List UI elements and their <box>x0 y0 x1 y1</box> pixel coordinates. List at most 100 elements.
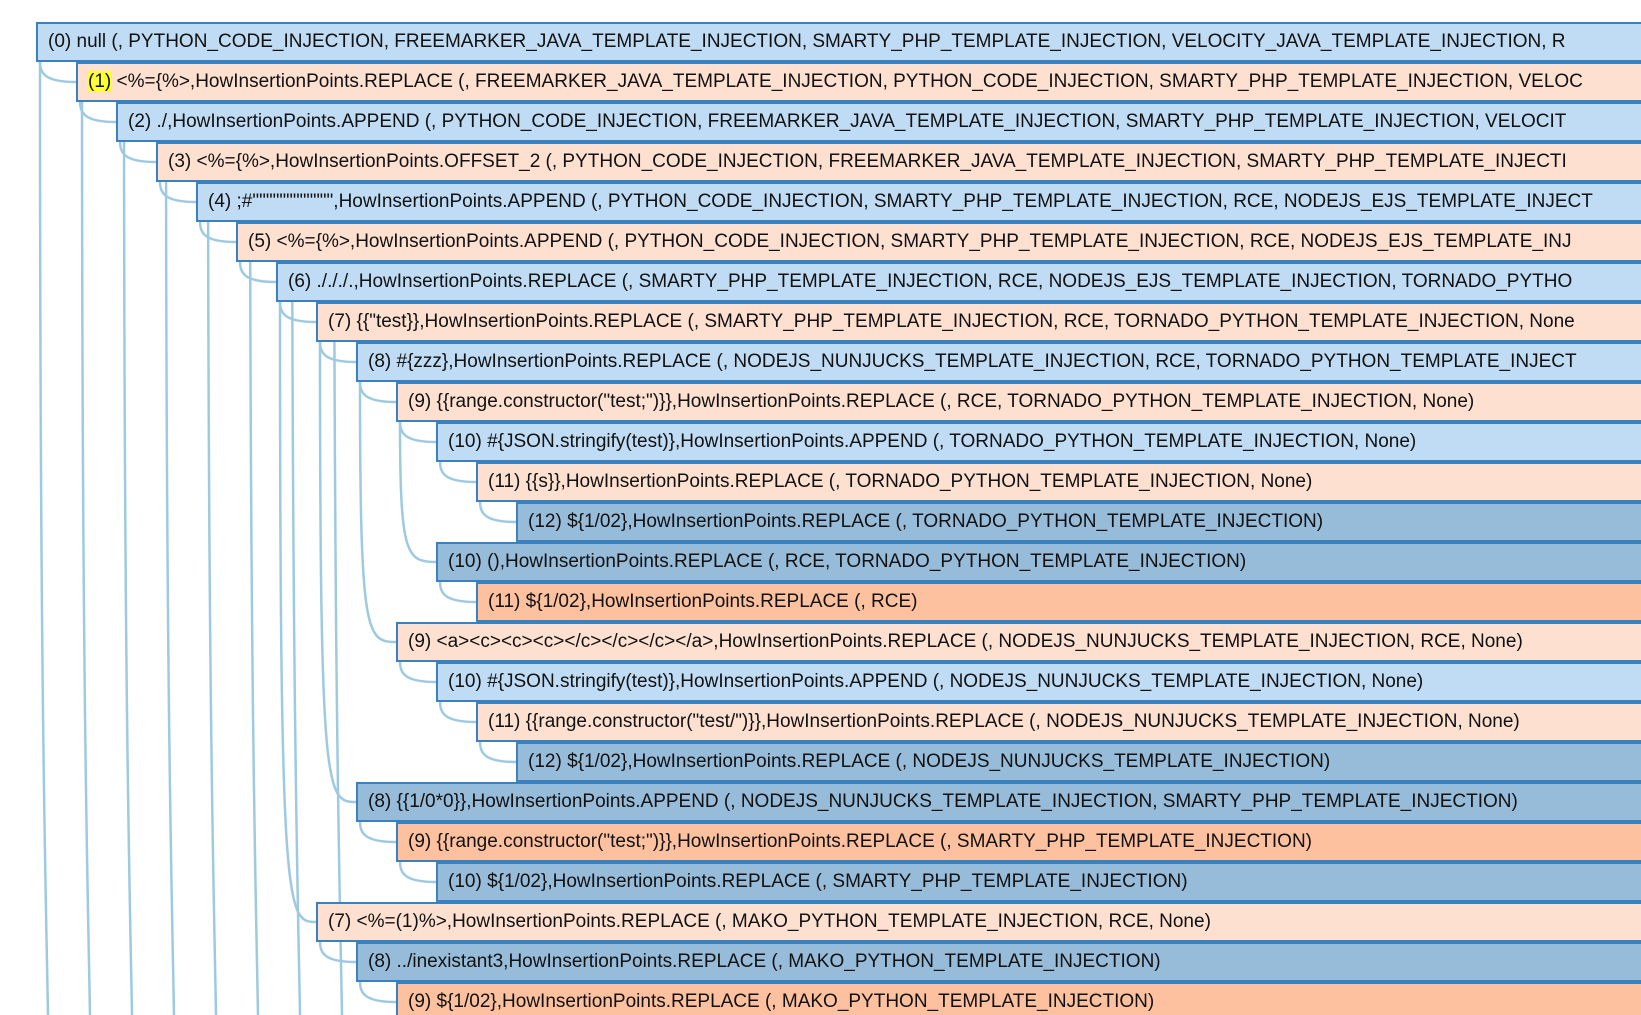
tree-node[interactable]: (2) ./,HowInsertionPoints.APPEND (, PYTH… <box>116 102 1641 142</box>
connector-line <box>318 341 357 804</box>
tree-node[interactable]: (11) {{range.constructor("test/")}},HowI… <box>476 702 1641 742</box>
node-label: {{"test}},HowInsertionPoints.REPLACE (, … <box>356 311 1575 332</box>
node-depth: (4) <box>208 191 232 212</box>
connector-line <box>278 301 317 924</box>
connector-line <box>398 661 437 684</box>
tree-node[interactable]: (1) <%={%>,HowInsertionPoints.REPLACE (,… <box>76 62 1641 102</box>
node-depth: (11) <box>488 471 521 492</box>
node-label: ../inexistant3,HowInsertionPoints.REPLAC… <box>396 951 1161 972</box>
connector-line <box>398 861 437 884</box>
connector-line <box>78 101 117 124</box>
node-label: ${1/02},HowInsertionPoints.REPLACE (, RC… <box>525 591 918 612</box>
connector-line <box>438 701 477 724</box>
tree-node[interactable]: (12) ${1/02},HowInsertionPoints.REPLACE … <box>516 742 1641 782</box>
connector-line <box>318 941 357 964</box>
connector-line <box>122 61 134 1015</box>
tree-node[interactable]: (9) {{range.constructor("test;")}},HowIn… <box>396 822 1641 862</box>
tree-node[interactable]: (3) <%={%>,HowInsertionPoints.OFFSET_2 (… <box>156 142 1641 182</box>
node-depth: (10) <box>448 671 482 692</box>
connector-line <box>438 581 477 604</box>
node-depth: (9) <box>408 831 432 852</box>
tree-node[interactable]: (9) {{range.constructor("test;")}},HowIn… <box>396 382 1641 422</box>
tree-node[interactable]: (10) #{JSON.stringify(test)},HowInsertio… <box>436 662 1641 702</box>
node-label: ${1/02},HowInsertionPoints.REPLACE (, NO… <box>567 751 1331 772</box>
node-depth: (10) <box>448 871 482 892</box>
node-label: ${1/02},HowInsertionPoints.REPLACE (, TO… <box>567 511 1324 532</box>
tree-node[interactable]: (7) <%=(1)%>,HowInsertionPoints.REPLACE … <box>316 902 1641 942</box>
node-label: <a><c><c><c></c></c></c></a>,HowInsertio… <box>436 631 1523 652</box>
node-depth: (10) <box>448 431 482 452</box>
connector-line <box>358 981 397 1004</box>
tree-node[interactable]: (8) {{1/0*0}},HowInsertionPoints.APPEND … <box>356 782 1641 822</box>
node-label: ${1/02},HowInsertionPoints.REPLACE (, SM… <box>487 871 1188 892</box>
tree-node[interactable]: (11) ${1/02},HowInsertionPoints.REPLACE … <box>476 582 1641 622</box>
tree-node[interactable]: (11) {{s}},HowInsertionPoints.REPLACE (,… <box>476 462 1641 502</box>
tree-node[interactable]: (10) ${1/02},HowInsertionPoints.REPLACE … <box>436 862 1641 902</box>
connector-line <box>248 61 260 1015</box>
connector-line <box>398 421 437 444</box>
node-label: ;#"""""""""""",HowInsertionPoints.APPEND… <box>236 191 1593 212</box>
connector-line <box>164 61 176 1015</box>
node-label: <%={%>,HowInsertionPoints.APPEND (, PYTH… <box>276 231 1572 252</box>
node-depth: (7) <box>328 911 352 932</box>
connector-line <box>290 61 302 1015</box>
node-label: ${1/02},HowInsertionPoints.REPLACE (, MA… <box>436 991 1155 1012</box>
connector-line <box>38 61 50 1015</box>
node-label: {{1/0*0}},HowInsertionPoints.APPEND (, N… <box>396 791 1518 812</box>
connector-line <box>80 61 92 1015</box>
node-label: <%=(1)%>,HowInsertionPoints.REPLACE (, M… <box>356 911 1211 932</box>
node-depth: (11) <box>488 711 521 732</box>
connector-line <box>38 61 77 84</box>
tree-node[interactable]: (9) ${1/02},HowInsertionPoints.REPLACE (… <box>396 982 1641 1015</box>
connector-line <box>398 421 437 564</box>
connector-line <box>158 181 197 204</box>
connector-line <box>478 741 517 764</box>
node-label: {{range.constructor("test/")}},HowInsert… <box>525 711 1520 732</box>
connector-line <box>278 301 317 324</box>
tree-node[interactable]: (4) ;#"""""""""""",HowInsertionPoints.AP… <box>196 182 1641 222</box>
tree-node[interactable]: (8) #{zzz},HowInsertionPoints.REPLACE (,… <box>356 342 1641 382</box>
tree-node[interactable]: (9) <a><c><c><c></c></c></c></a>,HowInse… <box>396 622 1641 662</box>
connector-line <box>438 461 477 484</box>
tree-node[interactable]: (7) {{"test}},HowInsertionPoints.REPLACE… <box>316 302 1641 342</box>
node-label: <%={%>,HowInsertionPoints.OFFSET_2 (, PY… <box>196 151 1567 172</box>
node-depth: (2) <box>128 111 152 132</box>
node-label: #{JSON.stringify(test)},HowInsertionPoin… <box>487 671 1424 692</box>
node-label: {{range.constructor("test;")}},HowInsert… <box>436 391 1475 412</box>
tree-node[interactable]: (10) #{JSON.stringify(test)},HowInsertio… <box>436 422 1641 462</box>
tree-node[interactable]: (8) ../inexistant3,HowInsertionPoints.RE… <box>356 942 1641 982</box>
node-depth: (7) <box>328 311 352 332</box>
tree-node[interactable]: (12) ${1/02},HowInsertionPoints.REPLACE … <box>516 502 1641 542</box>
node-depth: (9) <box>408 391 432 412</box>
node-depth: (3) <box>168 151 192 172</box>
connector-line <box>206 61 218 1015</box>
tree-node[interactable]: (5) <%={%>,HowInsertionPoints.APPEND (, … <box>236 222 1641 262</box>
node-label: #{JSON.stringify(test)},HowInsertionPoin… <box>487 431 1417 452</box>
node-depth: (8) <box>368 351 392 372</box>
tree-node[interactable]: (10) (),HowInsertionPoints.REPLACE (, RC… <box>436 542 1641 582</box>
node-label: {{s}},HowInsertionPoints.REPLACE (, TORN… <box>525 471 1313 492</box>
connector-line <box>478 501 517 524</box>
connector-line <box>358 381 397 644</box>
node-label: <%={%>,HowInsertionPoints.REPLACE (, FRE… <box>116 71 1583 92</box>
connector-line <box>238 261 277 284</box>
node-label: #{zzz},HowInsertionPoints.REPLACE (, NOD… <box>396 351 1577 372</box>
node-depth: (12) <box>528 511 562 532</box>
tree-node[interactable]: (0) null (, PYTHON_CODE_INJECTION, FREEM… <box>36 22 1641 62</box>
node-label: {{range.constructor("test;")}},HowInsert… <box>436 831 1312 852</box>
connector-line <box>118 141 157 164</box>
node-depth: (11) <box>488 591 521 612</box>
connector-line <box>318 341 357 364</box>
connector-line <box>358 381 397 404</box>
node-depth: (12) <box>528 751 562 772</box>
node-depth: (9) <box>408 631 432 652</box>
node-label: ./././.,HowInsertionPoints.REPLACE (, SM… <box>316 271 1573 292</box>
tree-node[interactable]: (6) ./././.,HowInsertionPoints.REPLACE (… <box>276 262 1641 302</box>
node-depth: (9) <box>408 991 432 1012</box>
node-label: null (, PYTHON_CODE_INJECTION, FREEMARKE… <box>76 31 1566 52</box>
node-depth: (0) <box>48 31 72 52</box>
node-label: ./,HowInsertionPoints.APPEND (, PYTHON_C… <box>156 111 1567 132</box>
node-depth: (8) <box>368 791 392 812</box>
